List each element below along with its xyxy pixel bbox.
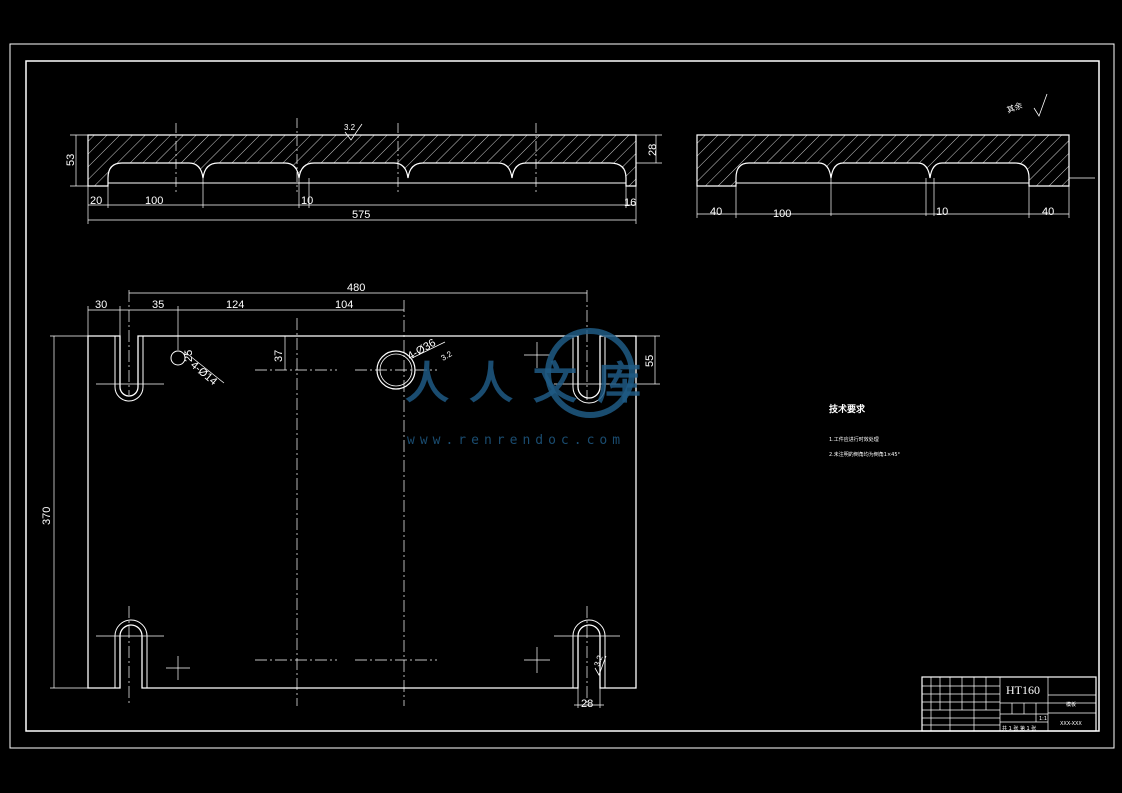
side-dim-slot: 100	[773, 208, 791, 220]
top-dim-length: 575	[352, 209, 370, 221]
side-view-section-hatch	[696, 134, 1070, 187]
top-dim-left: 20	[90, 195, 102, 207]
roughness-note: 其余	[1005, 100, 1023, 115]
top-view	[70, 118, 662, 224]
tech-item-1: 1.工件应进行时效处理	[829, 436, 879, 443]
top-dim-rib: 10	[301, 195, 313, 207]
title-material: HT160	[1006, 683, 1040, 697]
plan-dim-480: 480	[347, 282, 365, 294]
top-dim-height: 53	[65, 154, 77, 166]
title-sheet: 共 1 张 第 1 张	[1002, 725, 1036, 732]
side-dim-right: 40	[1042, 206, 1054, 218]
plan-dim-55: 55	[644, 355, 656, 367]
plan-hole-small: 4-Ø14	[188, 359, 219, 388]
tech-item-2: 2.未注明的倒角均为倒角1×45°	[829, 451, 901, 458]
plan-dim-124: 124	[226, 299, 244, 311]
inner-border	[25, 60, 1100, 732]
title-scale: 1:1	[1039, 716, 1047, 722]
plan-dim-35: 35	[152, 299, 164, 311]
title-block	[921, 676, 1097, 732]
plan-dim-370: 370	[41, 507, 53, 525]
tech-title: 技术要求	[829, 403, 866, 415]
watermark-text: 人人文库	[405, 358, 661, 409]
top-roughness: 3.2	[344, 123, 356, 132]
small-hole	[170, 350, 186, 366]
side-dim-rib: 10	[936, 206, 948, 218]
plan-dim-28: 28	[581, 698, 593, 710]
top-dim-slot: 100	[145, 195, 163, 207]
plan-dim-25: 25	[183, 350, 195, 362]
tech-requirements: 技术要求 1.工件应进行时效处理 2.未注明的倒角均为倒角1×45°	[829, 403, 901, 458]
side-dim-left: 40	[710, 206, 722, 218]
plan-dimensions	[50, 292, 660, 708]
side-view	[696, 93, 1095, 218]
top-view-section-hatch	[87, 134, 637, 187]
watermark: 人人文库 www.renrendoc.com	[405, 328, 661, 448]
outer-border	[9, 43, 1115, 749]
plate-outline	[87, 335, 637, 689]
plan-dim-37: 37	[273, 350, 285, 362]
plan-dim-30: 30	[95, 299, 107, 311]
plan-dim-104: 104	[335, 299, 353, 311]
top-dim-flange: 28	[647, 144, 659, 156]
title-drawing-no: XXX-XXX	[1060, 721, 1082, 727]
title-part-name: 模板	[1066, 701, 1076, 708]
plan-slot-roughness: 3.2	[592, 654, 604, 668]
watermark-url: www.renrendoc.com	[407, 433, 625, 448]
plan-centerlines	[96, 290, 620, 706]
watermark-logo-circle	[545, 328, 635, 418]
top-dim-right: 16	[624, 197, 636, 209]
